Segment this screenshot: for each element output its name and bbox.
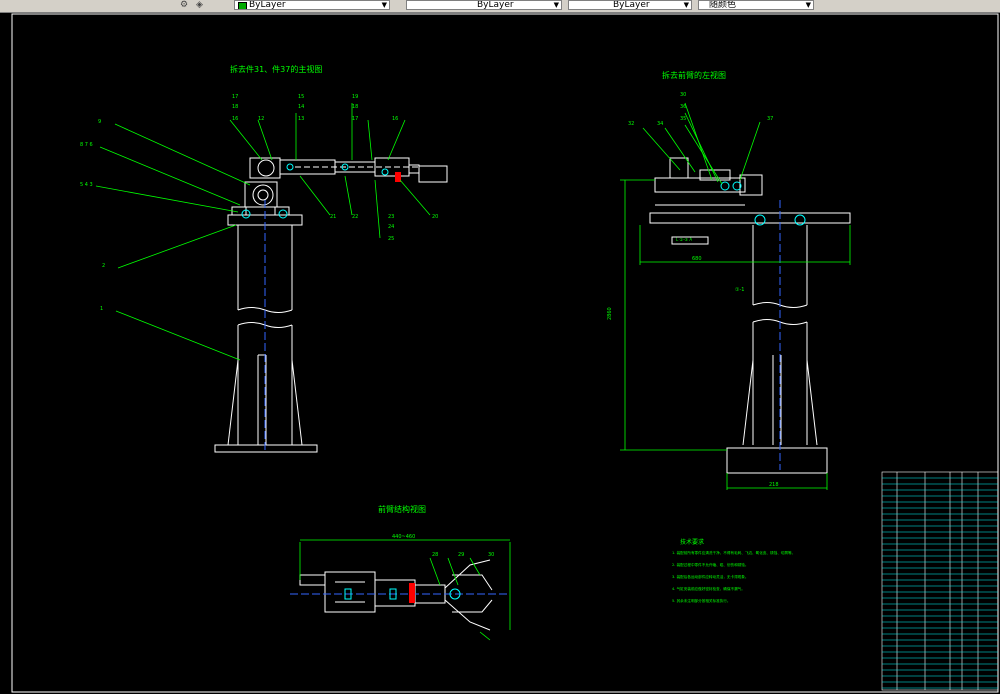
drawing-border: [11, 13, 999, 693]
svg-text:16: 16: [392, 116, 398, 122]
tech-req-item-3: 3. 装配后各运动部件应转动灵活，无卡滞现象。: [672, 574, 748, 579]
left-view: [649, 157, 851, 474]
lineweight-dropdown-value: ByLayer: [613, 0, 650, 10]
layer-state-icon[interactable]: ⚙: [180, 0, 189, 10]
chevron-down-icon: ▼: [805, 1, 811, 9]
color-swatch-icon: [238, 2, 247, 9]
svg-text:17: 17: [352, 116, 358, 122]
svg-text:37: 37: [767, 116, 773, 122]
chevron-down-icon: ▼: [553, 1, 559, 9]
svg-text:19: 19: [352, 94, 358, 100]
lineweight-dropdown[interactable]: ByLayer ▼: [568, 0, 692, 10]
svg-text:28: 28: [432, 552, 438, 558]
color-dropdown-value: ByLayer: [249, 0, 286, 10]
forearm-accent-red: [409, 583, 415, 603]
svg-text:15: 15: [298, 94, 304, 100]
dim-forearm: 440~460: [392, 534, 415, 540]
left-dimensions: [620, 102, 851, 490]
plotstyle-dropdown[interactable]: 随颜色 ▼: [698, 0, 814, 10]
svg-text:2: 2: [102, 263, 105, 269]
tech-requirements: 技术要求 1. 装配前所有零件应清洗干净，不得有毛刺、飞边、氧化皮、锈蚀、切屑等…: [672, 538, 795, 603]
tech-req-item-1: 1. 装配前所有零件应清洗干净，不得有毛刺、飞边、氧化皮、锈蚀、切屑等。: [672, 550, 795, 555]
chevron-down-icon: ▼: [381, 1, 387, 9]
title-block-rows: [882, 477, 998, 689]
svg-text:5 4 3: 5 4 3: [80, 182, 93, 188]
forearm-part-labels: 28 29 30: [432, 552, 494, 558]
svg-text:22: 22: [352, 214, 358, 220]
svg-text:17: 17: [232, 94, 238, 100]
linetype-dropdown-value: ByLayer: [477, 0, 514, 10]
svg-text:21: 21: [330, 214, 336, 220]
chevron-down-icon: ▼: [683, 1, 689, 9]
section-mark: ①-1: [735, 287, 744, 293]
svg-text:30: 30: [680, 92, 686, 98]
main-part-labels: 9 8 7 6 5 4 3 2 1 17 18 16 12 15 14 13 1…: [80, 94, 438, 312]
main-leaders: [95, 103, 431, 361]
tech-req-item-5: 5. 其余未注明部分按相关标准执行。: [672, 598, 730, 603]
svg-text:20: 20: [432, 214, 438, 220]
svg-text:25: 25: [388, 236, 394, 242]
linetype-dropdown[interactable]: ByLayer ▼: [406, 0, 562, 10]
main-bolt-1: [241, 209, 251, 219]
svg-text:30: 30: [488, 552, 494, 558]
svg-text:32: 32: [628, 121, 634, 127]
drawing-canvas[interactable]: 9 8 7 6 5 4 3 2 1 17 18 16 12 15 14 13 1…: [0, 13, 1000, 694]
dim-height: 2860: [607, 307, 613, 320]
svg-text:16: 16: [232, 116, 238, 122]
svg-text:1: 1: [100, 306, 103, 312]
svg-text:18: 18: [232, 104, 238, 110]
tech-req-item-4: 4. 气缸安装前应做好密封检查，确保不漏气。: [672, 586, 745, 591]
left-detail-label: L ①-③ A: [676, 237, 692, 242]
svg-text:36: 36: [680, 104, 686, 110]
svg-text:12: 12: [258, 116, 264, 122]
main-accent-red: [395, 172, 401, 182]
svg-text:18: 18: [352, 104, 358, 110]
left-view-title: 拆去前臂的左视图: [662, 70, 726, 80]
tech-req-item-2: 2. 装配过程中零件不允许磕、碰、划伤和锈蚀。: [672, 562, 748, 567]
svg-text:35: 35: [680, 116, 686, 122]
main-view-title: 拆去件31、件37的主视图: [230, 64, 322, 74]
main-bolt-2: [278, 209, 288, 219]
forearm-dimensions: [299, 539, 511, 641]
tech-req-title: 技术要求: [680, 538, 704, 546]
svg-text:13: 13: [298, 116, 304, 122]
dim-base-width: 218: [769, 482, 779, 488]
svg-text:14: 14: [298, 104, 304, 110]
forearm-view: [299, 559, 493, 631]
color-dropdown[interactable]: ByLayer ▼: [234, 0, 390, 10]
forearm-view-title: 前臂结构视图: [378, 504, 426, 514]
main-view: [214, 157, 448, 453]
svg-text:23: 23: [388, 214, 394, 220]
cad-drawing: 9 8 7 6 5 4 3 2 1 17 18 16 12 15 14 13 1…: [11, 13, 999, 693]
svg-text:8 7 6: 8 7 6: [80, 142, 93, 148]
dim-arm-length: 680: [692, 256, 702, 262]
svg-text:34: 34: [657, 121, 663, 127]
title-block: [881, 471, 999, 691]
svg-text:24: 24: [388, 224, 394, 230]
svg-text:9: 9: [98, 119, 101, 125]
plotstyle-dropdown-value: 随颜色: [709, 0, 737, 10]
properties-toolbar: ⚙ ◈ ByLayer ▼ ByLayer ▼ ByLayer ▼ 随颜色 ▼: [0, 0, 1000, 13]
svg-text:29: 29: [458, 552, 464, 558]
left-part-labels: 32 34 30 36 35 37: [628, 92, 773, 127]
layer-previous-icon[interactable]: ◈: [196, 0, 203, 10]
